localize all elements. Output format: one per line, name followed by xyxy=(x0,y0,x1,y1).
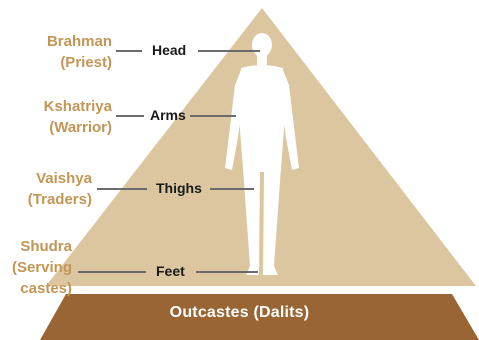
caste-name: Brahman xyxy=(0,31,112,52)
caste-role: (Traders) xyxy=(0,189,92,210)
body-part-thighs: Thighs xyxy=(156,180,202,196)
body-part-feet: Feet xyxy=(156,263,185,279)
connector-line xyxy=(78,271,146,273)
connector-line xyxy=(116,50,142,52)
connector-line xyxy=(116,115,144,117)
base-label: Outcastes (Dalits) xyxy=(0,304,479,322)
caste-name: Kshatriya xyxy=(0,96,112,117)
caste-shudra: Shudra (Serving castes) xyxy=(0,236,72,299)
body-part-head: Head xyxy=(152,42,186,58)
connector-line xyxy=(198,50,260,52)
caste-role: (Priest) xyxy=(0,52,112,73)
connector-line xyxy=(97,188,147,190)
body-part-arms: Arms xyxy=(150,107,186,123)
connector-line xyxy=(196,271,258,273)
caste-role-line2: castes) xyxy=(0,278,72,299)
caste-name: Vaishya xyxy=(0,168,92,189)
caste-vaishya: Vaishya (Traders) xyxy=(0,168,92,210)
connector-line xyxy=(210,188,254,190)
caste-name: Shudra xyxy=(0,236,72,257)
connector-line xyxy=(190,115,236,117)
caste-kshatriya: Kshatriya (Warrior) xyxy=(0,96,112,138)
caste-brahman: Brahman (Priest) xyxy=(0,31,112,73)
caste-role: (Warrior) xyxy=(0,117,112,138)
caste-role: (Serving xyxy=(0,257,72,278)
